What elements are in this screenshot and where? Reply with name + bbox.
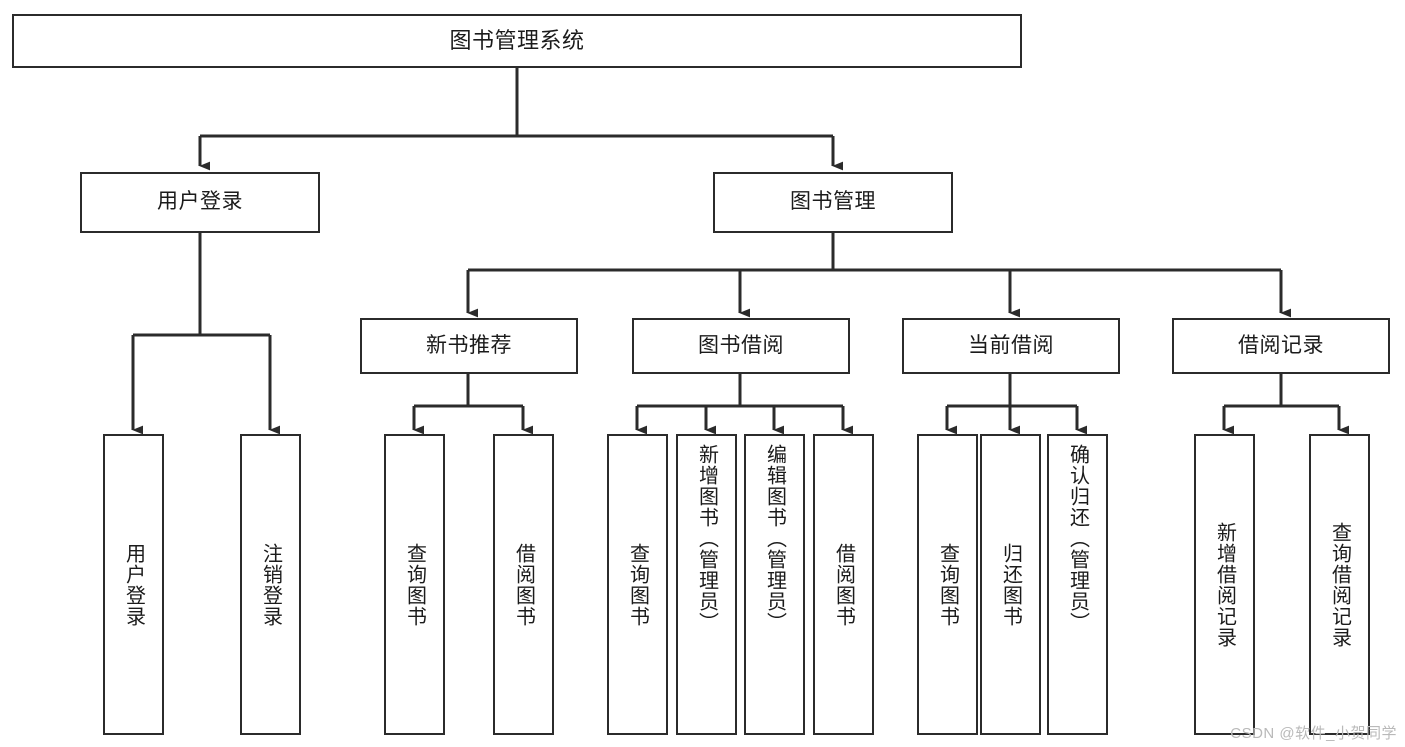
node-label: 确认归还（管理员） (1066, 444, 1089, 633)
node-leaf-return-book[interactable]: 归还图书 (980, 434, 1041, 735)
node-leaf-query-borrow-record[interactable]: 查询借阅记录 (1309, 434, 1370, 735)
node-leaf-add-book[interactable]: 新增图书（管理员） (676, 434, 737, 735)
node-new-book-recommend[interactable]: 新书推荐 (360, 318, 578, 374)
node-label: 用户登录 (157, 190, 243, 214)
node-label: 查询图书 (936, 542, 959, 627)
node-label: 借阅图书 (832, 542, 855, 627)
node-leaf-confirm-return[interactable]: 确认归还（管理员） (1047, 434, 1108, 735)
node-leaf-query-book-current[interactable]: 查询图书 (917, 434, 978, 735)
node-label: 新书推荐 (426, 333, 512, 357)
node-leaf-borrow-book-recommend[interactable]: 借阅图书 (493, 434, 554, 735)
node-label: 注销登录 (259, 542, 282, 627)
node-root-book-management-system[interactable]: 图书管理系统 (12, 14, 1022, 68)
node-label: 归还图书 (999, 542, 1022, 627)
node-label: 当前借阅 (968, 333, 1054, 357)
node-leaf-user-login[interactable]: 用户登录 (103, 434, 164, 735)
node-leaf-query-book-borrow[interactable]: 查询图书 (607, 434, 668, 735)
node-label: 借阅记录 (1238, 333, 1324, 357)
node-label: 用户登录 (122, 542, 145, 627)
node-leaf-edit-book[interactable]: 编辑图书（管理员） (744, 434, 805, 735)
node-label: 查询借阅记录 (1328, 521, 1351, 648)
node-user-login[interactable]: 用户登录 (80, 172, 320, 233)
node-borrow-record[interactable]: 借阅记录 (1172, 318, 1390, 374)
node-leaf-add-borrow-record[interactable]: 新增借阅记录 (1194, 434, 1255, 735)
node-book-management[interactable]: 图书管理 (713, 172, 953, 233)
node-label: 图书管理系统 (449, 28, 585, 54)
node-label: 图书管理 (790, 190, 876, 214)
node-leaf-borrow-book[interactable]: 借阅图书 (813, 434, 874, 735)
node-label: 查询图书 (626, 542, 649, 627)
node-label: 借阅图书 (512, 542, 535, 627)
node-label: 新增图书（管理员） (695, 444, 718, 633)
csdn-watermark: CSDN @软件_小贺同学 (1230, 725, 1397, 742)
node-leaf-user-logout[interactable]: 注销登录 (240, 434, 301, 735)
node-current-borrow[interactable]: 当前借阅 (902, 318, 1120, 374)
node-label: 图书借阅 (698, 333, 784, 357)
node-leaf-query-book-recommend[interactable]: 查询图书 (384, 434, 445, 735)
node-book-borrow[interactable]: 图书借阅 (632, 318, 850, 374)
node-label: 编辑图书（管理员） (763, 444, 786, 633)
node-label: 新增借阅记录 (1213, 521, 1236, 648)
node-label: 查询图书 (403, 542, 426, 627)
